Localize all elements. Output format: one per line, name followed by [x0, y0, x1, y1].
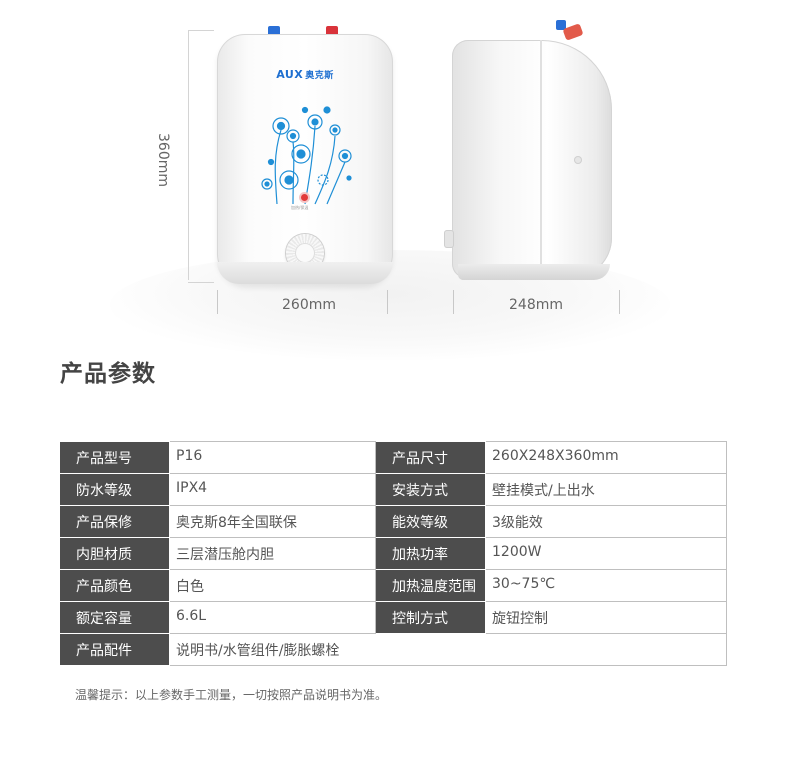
height-dimension-label: 360mm	[155, 133, 171, 187]
spec-label: 产品配件	[59, 633, 170, 666]
height-dimension-top	[188, 30, 214, 31]
cold-water-inlet-icon	[268, 26, 280, 36]
side-body	[452, 40, 612, 278]
spec-value: P16	[169, 441, 376, 474]
depth-dimension-left-tick	[453, 290, 454, 314]
spec-label: 内胆材质	[59, 537, 170, 570]
side-base	[458, 264, 610, 280]
height-dimension-bottom	[188, 282, 214, 283]
spec-value: 3级能效	[485, 505, 727, 538]
footnote: 温馨提示：以上参数手工测量，一切按照产品说明书为准。	[75, 688, 388, 702]
spec-value: 旋钮控制	[485, 601, 727, 634]
spec-value: 6.6L	[169, 601, 376, 634]
table-row: 产品颜色 白色 加热温度范围 30~75℃	[59, 569, 727, 602]
hot-water-outlet-icon	[326, 26, 338, 36]
spec-label: 产品颜色	[59, 569, 170, 602]
spec-label: 能效等级	[375, 505, 486, 538]
spec-label: 产品尺寸	[375, 441, 486, 474]
spec-value: 奥克斯8年全国联保	[169, 505, 376, 538]
side-seam	[540, 40, 542, 278]
table-row: 防水等级 IPX4 安装方式 壁挂模式/上出水	[59, 473, 727, 506]
spec-value: 260X248X360mm	[485, 441, 727, 474]
table-row: 产品保修 奥克斯8年全国联保 能效等级 3级能效	[59, 505, 727, 538]
depth-dimension-right-tick	[619, 290, 620, 314]
heating-indicator-light	[301, 194, 308, 201]
section-title: 产品参数	[60, 361, 156, 387]
table-row: 内胆材质 三层潜压舱内胆 加热功率 1200W	[59, 537, 727, 570]
side-port	[444, 230, 454, 248]
spec-label: 额定容量	[59, 601, 170, 634]
width-dimension-right-tick	[387, 290, 388, 314]
spec-value: 1200W	[485, 537, 727, 570]
dandelion-flower-icon	[261, 106, 352, 205]
heater-side-view	[444, 20, 620, 280]
brand-logo-cn: 奥克斯	[305, 71, 334, 81]
side-inlet-icon	[556, 20, 566, 30]
spec-value: 说明书/水管组件/膨胀螺栓	[169, 633, 727, 666]
spec-label: 产品型号	[59, 441, 170, 474]
spec-label: 产品保修	[59, 505, 170, 538]
table-row: 额定容量 6.6L 控制方式 旋钮控制	[59, 601, 727, 634]
spec-value: 壁挂模式/上出水	[485, 473, 727, 506]
height-dimension-line	[188, 30, 190, 280]
spec-label: 加热温度范围	[375, 569, 486, 602]
spec-value: 三层潜压舱内胆	[169, 537, 376, 570]
spec-table: 产品型号 P16 产品尺寸 260X248X360mm 防水等级 IPX4 安装…	[59, 441, 727, 666]
table-row: 产品型号 P16 产品尺寸 260X248X360mm	[59, 441, 727, 474]
spec-label: 防水等级	[59, 473, 170, 506]
spec-label: 安装方式	[375, 473, 486, 506]
brand-logo-en: AUX	[276, 68, 304, 81]
heater-base	[217, 262, 393, 284]
spec-label: 加热功率	[375, 537, 486, 570]
side-screw	[574, 156, 582, 164]
width-dimension-label: 260mm	[282, 297, 336, 313]
indicator-label: 加热/保温	[291, 205, 309, 210]
spec-value: 白色	[169, 569, 376, 602]
spec-value: 30~75℃	[485, 569, 727, 602]
table-row: 产品配件 说明书/水管组件/膨胀螺栓	[59, 633, 727, 666]
width-dimension-left-tick	[217, 290, 218, 314]
spec-label: 控制方式	[375, 601, 486, 634]
depth-dimension-label: 248mm	[509, 297, 563, 313]
spec-value: IPX4	[169, 473, 376, 506]
